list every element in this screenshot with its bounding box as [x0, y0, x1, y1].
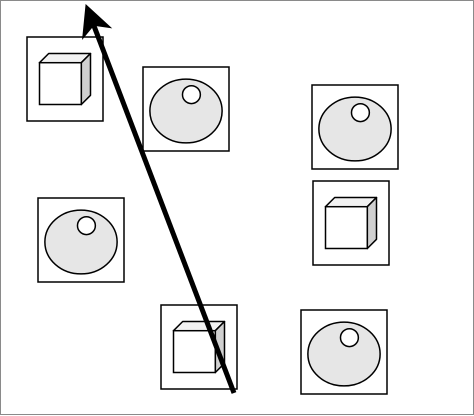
cube-icon: [324, 196, 378, 250]
sphere-tile: [37, 197, 125, 283]
arrow-head: [82, 3, 113, 40]
arrow-layer: [82, 3, 237, 394]
arrow-shaft: [91, 24, 237, 394]
sphere-highlight-icon: [76, 215, 97, 236]
cube-tile: [160, 304, 238, 390]
direction-arrow: [82, 3, 237, 394]
cube-icon: [38, 52, 92, 106]
sphere-icon: [149, 78, 223, 144]
sphere-tile: [142, 66, 230, 152]
sphere-highlight-icon: [339, 327, 360, 348]
cube-tile: [312, 180, 390, 266]
sphere-highlight-icon: [350, 102, 371, 123]
tiles-layer: [26, 36, 399, 395]
sphere-tile: [311, 84, 399, 170]
sphere-highlight-icon: [181, 84, 202, 105]
sphere-icon: [44, 209, 118, 275]
sphere-tile: [300, 309, 388, 395]
cube-tile: [26, 36, 104, 122]
sphere-icon: [307, 321, 381, 387]
sphere-icon: [318, 96, 392, 162]
